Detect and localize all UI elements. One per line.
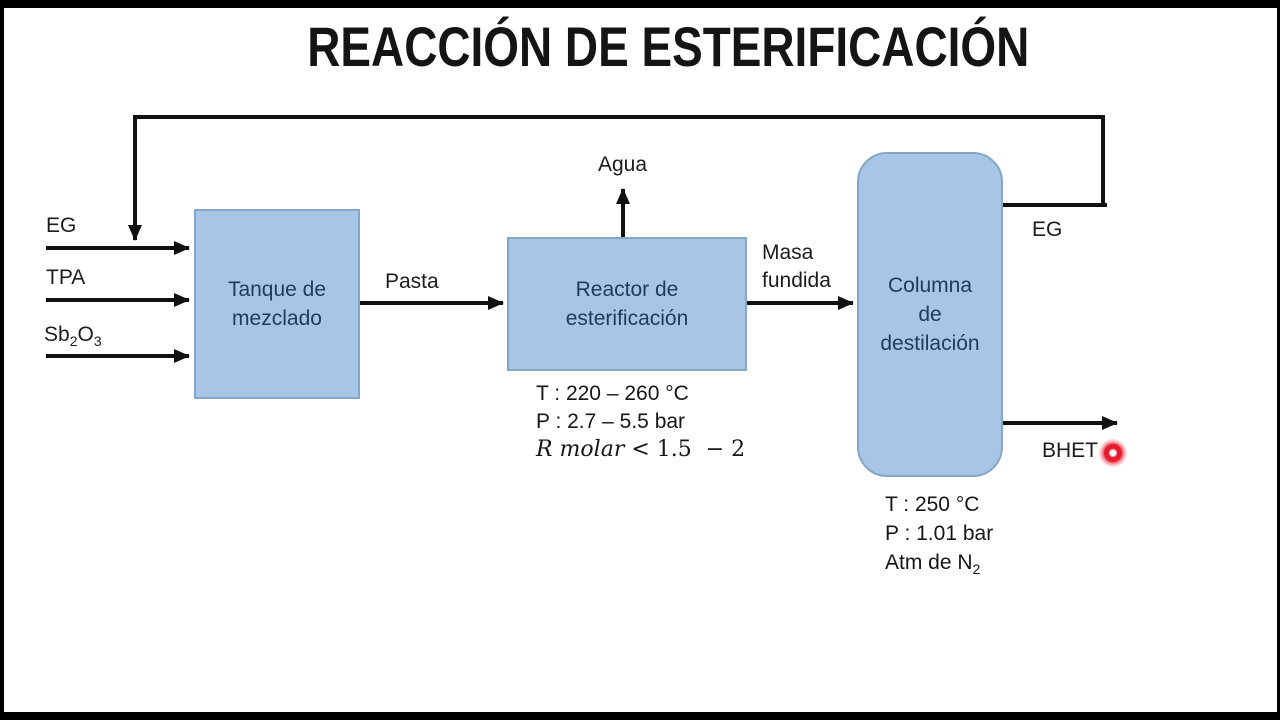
sb2o3-base1: Sb bbox=[44, 323, 70, 346]
laser-pointer-dot bbox=[1099, 439, 1127, 467]
atmosphere-base: Atm de N bbox=[885, 551, 973, 574]
stream-label-eg-recycle: EG bbox=[1032, 218, 1063, 241]
molar-ratio-value: < 1.5 − 2 bbox=[624, 437, 746, 462]
node-columna-de-destilacion: Columna de destilación bbox=[857, 152, 1003, 477]
sb2o3-sub2: 3 bbox=[93, 333, 102, 350]
stream-label-pasta: Pasta bbox=[385, 270, 439, 293]
stream-label-tpa: TPA bbox=[46, 266, 86, 289]
letterbox-top bbox=[0, 0, 1280, 8]
letterbox-right bbox=[1277, 0, 1280, 720]
column-condition-atmosphere: Atm de N2 bbox=[885, 548, 993, 577]
stream-label-eg-feed: EG bbox=[46, 214, 77, 237]
column-condition-temperature: T : 250 °C bbox=[885, 493, 980, 516]
reactor-conditions: T : 220 – 260 °C P : 2.7 – 5.5 bar R mol… bbox=[536, 380, 745, 464]
node-label-tanque: Tanque de mezclado bbox=[227, 278, 327, 330]
node-label-reactor: Reactor de esterificación bbox=[565, 278, 689, 330]
reactor-condition-pressure: P : 2.7 – 5.5 bar bbox=[536, 410, 686, 433]
sb2o3-sub1: 2 bbox=[69, 333, 78, 350]
stream-label-bhet: BHET bbox=[1042, 439, 1099, 462]
stream-label-masa-fundida: Masa fundida bbox=[762, 241, 831, 292]
reactor-condition-molar-ratio: R molar < 1.5 − 2 bbox=[536, 436, 745, 464]
molar-ratio-symbol: R molar bbox=[536, 437, 625, 462]
column-condition-pressure: P : 1.01 bar bbox=[885, 522, 994, 545]
node-tanque-de-mezclado: Tanque de mezclado bbox=[194, 209, 360, 399]
node-label-columna: Columna de destilación bbox=[880, 274, 980, 355]
eg-recycle-return-line bbox=[128, 115, 1105, 241]
letterbox-bottom bbox=[0, 712, 1280, 720]
letterbox-left bbox=[0, 0, 4, 720]
reactor-condition-temperature: T : 220 – 260 °C bbox=[536, 382, 689, 405]
page-title: REACCIÓN DE ESTERIFICACIÓN bbox=[307, 15, 1030, 78]
stream-label-sb2o3: Sb2O3 bbox=[44, 321, 102, 349]
atmosphere-sub: 2 bbox=[972, 561, 981, 578]
stream-label-agua: Agua bbox=[598, 153, 648, 176]
column-conditions: T : 250 °C P : 1.01 bar Atm de N2 bbox=[885, 490, 993, 577]
sb2o3-base2: O bbox=[77, 323, 94, 346]
node-reactor-de-esterificacion: Reactor de esterificación bbox=[507, 237, 747, 371]
page-title-row: REACCIÓN DE ESTERIFICACIÓN bbox=[4, 14, 1277, 79]
